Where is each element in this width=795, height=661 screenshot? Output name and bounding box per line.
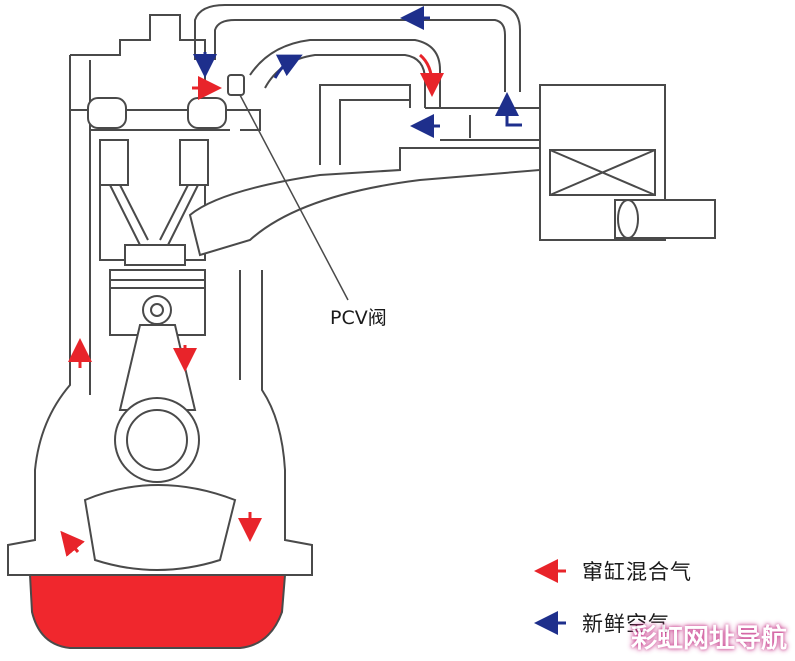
connecting-rod [83,324,237,571]
fresh-air-arrows [193,6,522,138]
legend-label-blowby: 窜缸混合气 [582,560,692,584]
pcv-valve-label: PCV阀 [330,307,387,329]
breather-pipes [194,4,540,165]
watermark: 彩虹网址导航 [630,624,787,654]
piston [109,269,206,336]
legend-arrows [534,559,566,635]
intake-manifold [188,147,541,257]
oil-sump [28,574,287,649]
legend-label-fresh-air: 新鲜空气 [582,612,670,636]
pcv-valve [227,74,349,301]
legend-item-blowby: 窜缸混合气 [532,556,692,586]
legend-item-fresh-air: 新鲜空气 [532,608,670,638]
valve-train [87,97,227,266]
blowby-arrows [60,53,444,557]
air-cleaner [469,84,716,241]
